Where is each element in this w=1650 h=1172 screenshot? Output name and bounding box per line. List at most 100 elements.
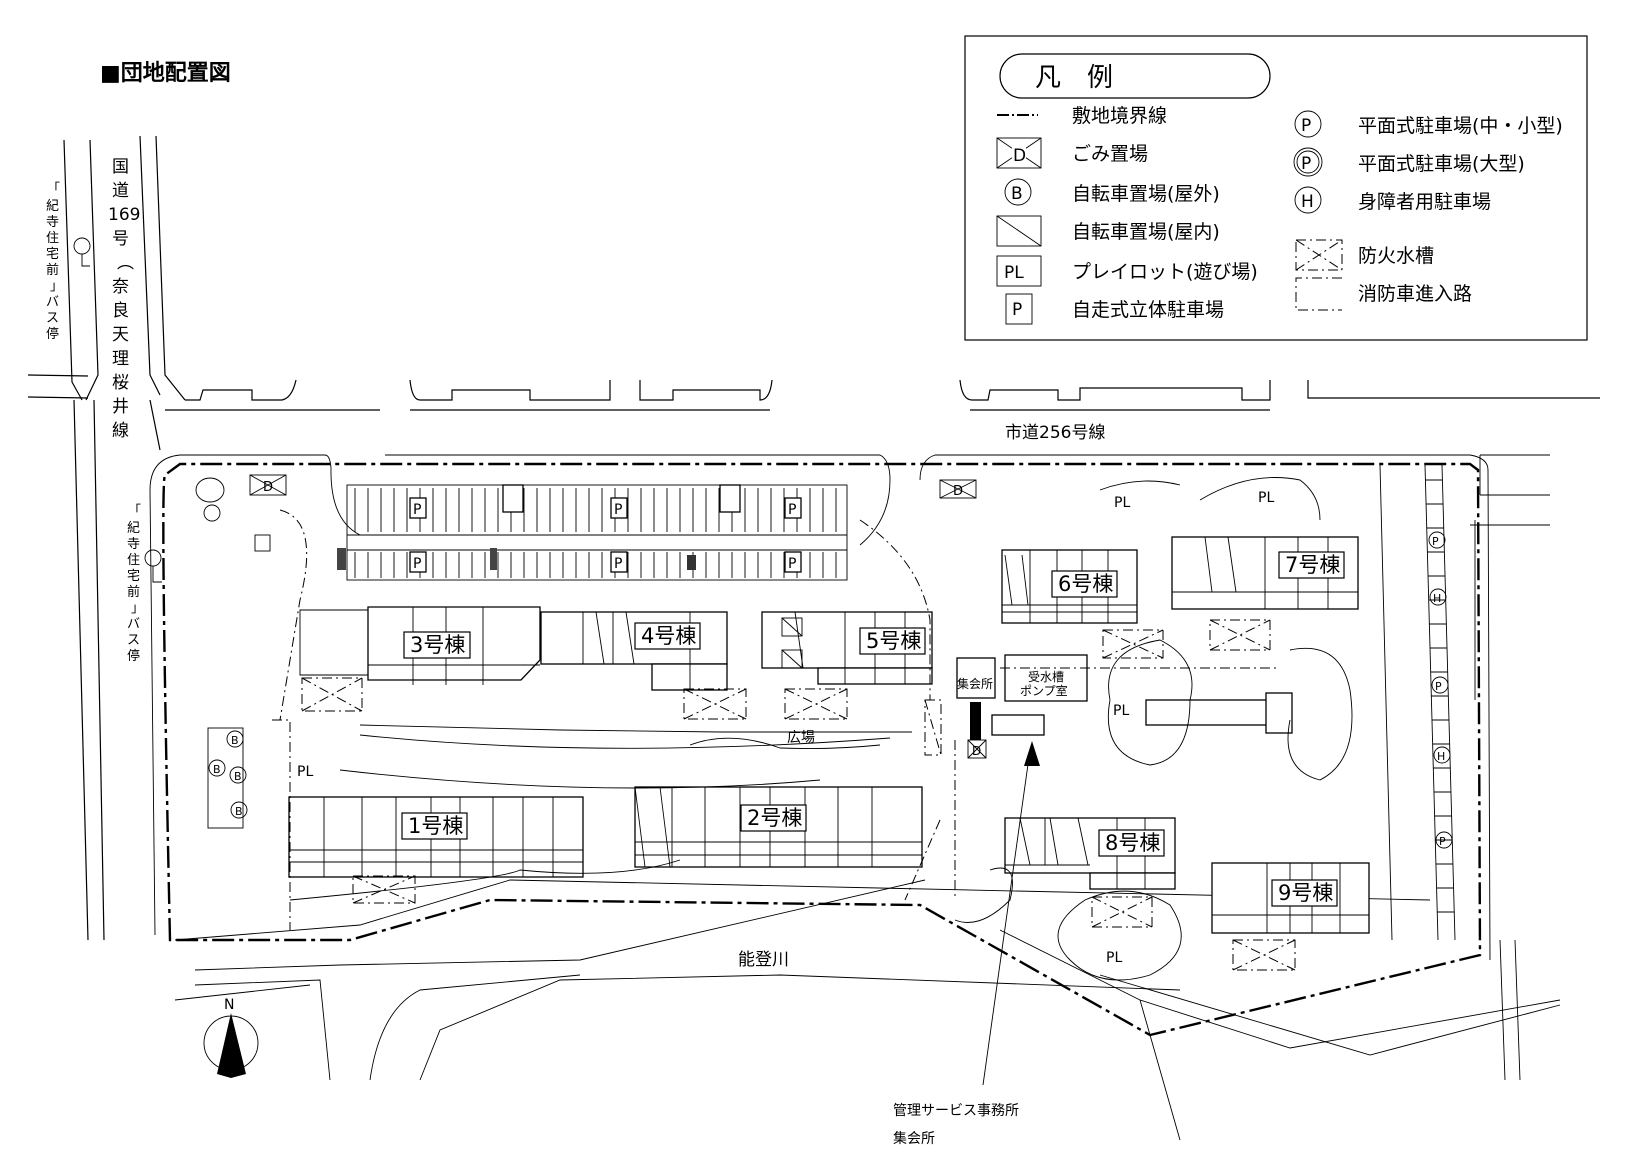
river-label: 能登川: [738, 950, 789, 970]
handicap-parking-icon: H: [1294, 186, 1322, 214]
city-road-label: 市道256号線: [1005, 423, 1105, 443]
svg-text:寺: 寺: [127, 537, 140, 552]
building-label: 8号棟: [1105, 831, 1160, 855]
arrow-icon: [1024, 741, 1040, 766]
svg-text:停: 停: [127, 648, 140, 664]
svg-text:国: 国: [112, 157, 129, 177]
svg-text:宅: 宅: [127, 569, 140, 584]
svg-text:桜: 桜: [112, 373, 129, 393]
parking-marker: P P P P P P: [409, 497, 802, 573]
svg-text:号: 号: [112, 229, 129, 249]
legend-label-handicap-parking: 身障者用駐車場: [1358, 191, 1491, 213]
svg-text:︵: ︵: [117, 253, 134, 273]
building-label: 5号棟: [866, 629, 921, 653]
svg-text:受水槽: 受水槽: [1028, 670, 1064, 684]
svg-text:良: 良: [112, 301, 129, 321]
legend-label-surface-parking-large: 平面式駐車場(大型): [1358, 153, 1525, 175]
svg-text:P: P: [614, 502, 622, 518]
svg-text:バ: バ: [46, 295, 59, 310]
roads: [27, 135, 1600, 1141]
building-label: 4号棟: [641, 624, 696, 648]
svg-text:P: P: [1301, 116, 1311, 136]
svg-text:D: D: [972, 744, 981, 758]
multistory-parking: P P P P P P: [337, 484, 848, 581]
legend-frame: [964, 35, 1588, 341]
surface-parking-marker: P H P H P: [1428, 531, 1453, 849]
garbage-sites: D D D: [249, 474, 987, 759]
bus-stop-icon: [73, 237, 91, 255]
svg-text:H: H: [1301, 192, 1314, 212]
svg-text:「: 「: [128, 504, 141, 519]
svg-text:紀: 紀: [127, 521, 140, 536]
svg-text:奈: 奈: [112, 277, 129, 297]
svg-text:169: 169: [108, 205, 140, 225]
svg-text:P: P: [788, 502, 796, 518]
building-2: 2号棟: [634, 786, 923, 868]
building-label: 9号棟: [1278, 881, 1333, 905]
page-title: ■団地配置図: [100, 61, 231, 86]
svg-text:PL: PL: [1114, 495, 1130, 511]
svg-text:P: P: [1012, 300, 1022, 320]
building-label: 2号棟: [747, 806, 802, 830]
svg-text:B: B: [234, 770, 242, 783]
svg-text:D: D: [263, 480, 273, 495]
svg-text:N: N: [224, 997, 234, 1013]
fire-routes: [272, 509, 1280, 930]
svg-text:PL: PL: [1258, 490, 1274, 506]
svg-text:P: P: [413, 502, 421, 518]
landscape: P H P H P: [195, 464, 1456, 981]
svg-text:PL: PL: [1004, 263, 1024, 283]
svg-text:ス: ス: [46, 311, 59, 326]
svg-text:P: P: [1301, 154, 1311, 174]
north-compass: N: [203, 997, 259, 1078]
site-boundary: [149, 454, 1491, 1037]
multistory-parking-icon: P: [1005, 293, 1033, 325]
svg-text:H: H: [1437, 750, 1445, 763]
plaza-label: 広場: [787, 730, 815, 746]
legend-label-fire-route: 消防車進入路: [1358, 283, 1472, 305]
building-label: 6号棟: [1058, 572, 1113, 596]
svg-text:前: 前: [46, 262, 59, 278]
management-office-callout: 管理サービス事務所 集会所: [893, 741, 1040, 1147]
legend-heading-pill: [999, 53, 1271, 99]
fire-tank-icon: [1295, 239, 1343, 271]
svg-text:寺: 寺: [46, 215, 59, 230]
playlot-labels: PL PL PL PL PL: [297, 490, 1274, 966]
svg-text:P: P: [1439, 835, 1446, 848]
bus-stop-upper: 「 紀 寺 住 宅 前 」 バ ス 停: [46, 182, 91, 342]
pump-room: 受水槽 ポンプ室: [1004, 654, 1088, 702]
svg-text:」: 」: [50, 279, 63, 294]
building-label: 1号棟: [408, 814, 463, 838]
garbage-icon: D: [996, 137, 1042, 169]
svg-text:P: P: [614, 556, 622, 572]
svg-text:P: P: [788, 556, 796, 572]
legend-label-fire-tank: 防火水槽: [1358, 245, 1434, 267]
playlot-icon: PL: [996, 255, 1042, 287]
surface-parking-small-icon: P: [1294, 110, 1322, 138]
svg-text:住: 住: [46, 231, 59, 246]
fire-route-icon: [1295, 277, 1342, 311]
svg-text:H: H: [1433, 592, 1441, 605]
building-5: 5号棟: [761, 611, 933, 685]
meeting-hall: 集会所: [956, 657, 996, 740]
bus-stop-lower: 「 紀 寺 住 宅 前 」 バ ス 停: [127, 504, 162, 664]
svg-text:井: 井: [112, 397, 129, 417]
building-1: 1号棟: [288, 796, 584, 878]
svg-text:P: P: [1432, 535, 1439, 548]
svg-text:バ: バ: [127, 617, 140, 632]
fire-tanks: [301, 619, 1296, 971]
svg-text:ス: ス: [127, 633, 140, 648]
building-label: 7号棟: [1285, 553, 1340, 577]
surface-parking-large-icon: P: [1293, 147, 1323, 177]
svg-text:D: D: [1013, 146, 1026, 166]
legend-label-bicycle-outdoor: 自転車置場(屋外): [1072, 183, 1220, 205]
building-7: 7号棟: [1171, 536, 1359, 610]
svg-text:線: 線: [112, 421, 129, 441]
svg-text:前: 前: [127, 584, 140, 600]
legend-heading: 凡 例: [1035, 63, 1113, 93]
svg-text:B: B: [1011, 184, 1023, 204]
svg-text:停: 停: [46, 326, 59, 342]
legend: 凡 例 敷地境界線 D ごみ置場 B 自転車置場(屋外) 自転車置場(屋内) P…: [964, 35, 1588, 341]
svg-text:PL: PL: [1113, 703, 1129, 719]
